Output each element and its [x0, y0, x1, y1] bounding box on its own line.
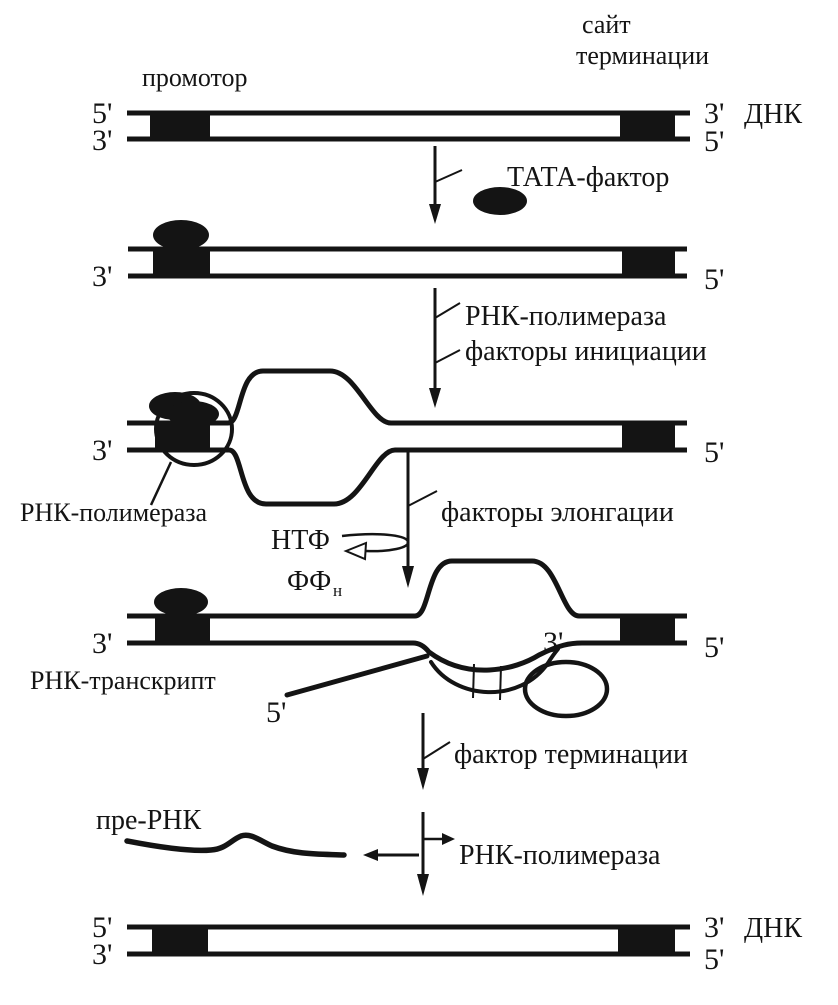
termination-site-box: [620, 614, 675, 645]
down-arrow-head: [429, 388, 441, 408]
down-arrow-head: [429, 204, 441, 224]
termination-site-label-line1: сайт: [582, 10, 631, 39]
down-arrow-head: [417, 768, 429, 790]
promoter-label: промотор: [142, 63, 248, 92]
promoter-box: [152, 924, 208, 957]
pre-rna-strand: [124, 832, 347, 858]
transcript-end-label: 3': [543, 626, 563, 659]
promoter-box: [153, 246, 210, 279]
arrow-tick: [434, 349, 461, 364]
dna-top-strand-bubble: [127, 368, 687, 426]
ntf-label: НТФ: [271, 525, 330, 556]
ntf-curved-arrow: [341, 532, 410, 553]
callout-pointer-line: [149, 461, 173, 506]
strand-end-label: 3': [704, 911, 724, 944]
rna-transcript-tail: [284, 653, 430, 698]
dna-row-5: 5' 3' 3' 5' ДНК: [92, 911, 802, 976]
tata-factor-blob: [473, 187, 527, 215]
termination-site-box: [622, 421, 675, 453]
tata-factor-label: ТАТА-фактор: [507, 162, 669, 193]
strand-end-label: 5': [704, 125, 724, 158]
step-termination: фактор терминации: [417, 713, 688, 790]
rna-polymerase-circle: [522, 659, 610, 719]
rna-polymerase-callout: РНК-полимераза: [20, 498, 208, 527]
rna-polymerase-label: РНК-полимераза: [465, 301, 667, 332]
ffn-subscript: н: [333, 581, 342, 600]
dna-row-1: 5' 3' 3' 5' ДНК: [92, 97, 802, 158]
dna-bottom-strand-bubble: [127, 447, 687, 507]
strand-end-label: 5': [704, 436, 724, 469]
strand-end-label: 3': [92, 938, 112, 971]
strand-end-label: 5': [704, 943, 724, 976]
step-elongation: факторы элонгации НТФ ФФ н: [271, 452, 674, 600]
elongation-factors-label: факторы элонгации: [441, 497, 674, 528]
strand-end-label: 3': [92, 434, 112, 467]
termination-site-box: [622, 246, 675, 279]
strand-end-label: 5': [704, 631, 724, 664]
dna-molecule-label: ДНК: [744, 99, 802, 130]
dna-row-2: 3' 5': [92, 220, 724, 296]
strand-end-label: 5': [704, 263, 724, 296]
step-initiation: РНК-полимераза факторы инициации: [429, 288, 707, 408]
tata-factor-blob: [153, 220, 209, 250]
dna-row-4: РНК-транскрипт 3' 5' 3' 5': [30, 558, 724, 729]
dna-row-3: РНК-полимераза 3' 5': [20, 368, 724, 527]
down-arrow-head: [402, 566, 414, 588]
strand-end-label: 3': [704, 97, 724, 130]
initiation-factors-label: факторы инициации: [465, 336, 707, 367]
termination-site-box: [620, 110, 675, 142]
ntf-open-arrow-head: [343, 541, 368, 561]
rna-transcript-arc: [429, 647, 560, 695]
promoter-box: [155, 614, 210, 645]
arrow-tick: [434, 302, 461, 319]
strand-end-label: 5': [92, 911, 112, 944]
arrow-tick: [434, 169, 463, 183]
dna-top-strand-bubble: [127, 558, 687, 619]
strand-end-label: 5': [92, 97, 112, 130]
termination-factor-label: фактор терминации: [454, 739, 688, 770]
rna-transcript-callout: РНК-транскрипт: [30, 666, 216, 695]
ffn-label: ФФ: [287, 566, 331, 597]
down-arrow-head: [417, 874, 429, 896]
termination-site-label-line2: терминации: [576, 41, 709, 70]
dna-bottom-strand-bubble: [127, 640, 687, 673]
strand-end-label: 3': [92, 627, 112, 660]
pre-rna-label: пре-РНК: [96, 805, 202, 836]
hybrid-base-pair-rung: [499, 665, 502, 701]
promoter-box: [150, 110, 210, 142]
arrow-tick: [422, 741, 451, 760]
transcript-end-label: 5': [266, 696, 286, 729]
left-branch-arrow-head: [363, 849, 378, 861]
rna-polymerase-release-label: РНК-полимераза: [459, 840, 661, 871]
rna-polymerase-circle: [154, 391, 234, 467]
arrow-tick: [407, 490, 438, 507]
termination-site-box: [618, 924, 675, 957]
step-release: пре-РНК РНК-полимераза: [96, 805, 661, 896]
strand-end-label: 3': [92, 260, 112, 293]
right-branch-arrow-head: [442, 833, 455, 845]
strand-end-label: 3': [92, 124, 112, 157]
hybrid-base-pair-rung: [472, 663, 475, 699]
step-tata-binding: ТАТА-фактор: [429, 146, 669, 224]
tata-factor-blob: [154, 588, 208, 616]
dna-molecule-label: ДНК: [744, 913, 802, 944]
